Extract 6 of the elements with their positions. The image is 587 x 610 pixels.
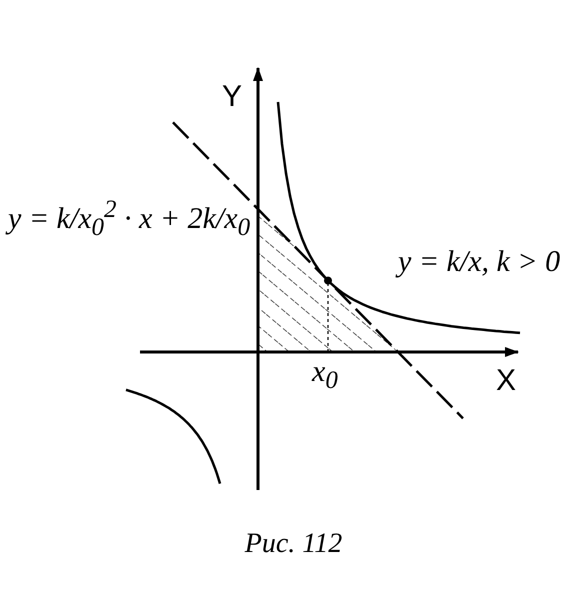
figure-caption: Рис. 112 (244, 528, 344, 560)
hyperbola-equation: y = k/x, k > 0 (398, 245, 560, 278)
axis-label: Y (222, 80, 242, 113)
axis-label: X (496, 364, 516, 397)
tangent-equation: y = k/x$_{0}$$^{2}$ · x + 2k/x$_{0}$ (8, 196, 250, 242)
point-label: x$_{0}$ (312, 355, 338, 394)
